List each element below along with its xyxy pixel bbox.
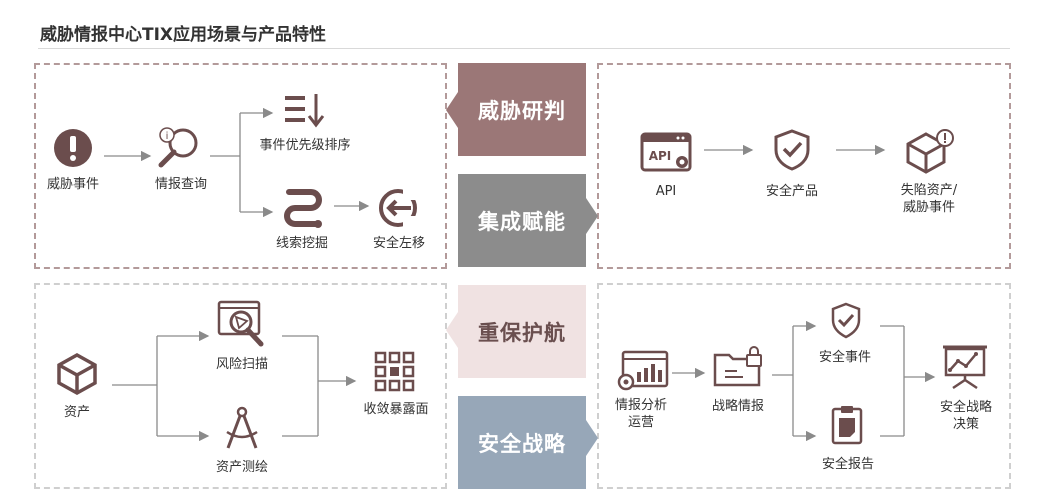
shield-check-small-icon <box>831 302 861 339</box>
arrow-right-strategy <box>586 420 598 456</box>
block-strategy: 安全战略 <box>458 396 586 489</box>
label-sec-report: 安全报告 <box>821 457 874 472</box>
label-decision-line1: 安全战略 <box>939 400 992 415</box>
arrow-left-protect <box>446 312 458 348</box>
label-risk-scan: 风险扫描 <box>215 357 268 372</box>
cube-icon <box>57 352 97 396</box>
page-title: 威胁情报中心TIX应用场景与产品特性 <box>40 25 327 45</box>
svg-text:API: API <box>649 149 672 163</box>
block-integration: 集成赋能 <box>458 174 586 267</box>
compass-icon <box>226 406 258 449</box>
label-api: API <box>655 184 677 199</box>
report-chart-icon <box>617 350 669 391</box>
block-threat-judge: 威胁研判 <box>458 63 586 156</box>
title-divider <box>38 48 1010 49</box>
label-priority-sort: 事件优先级排序 <box>259 138 351 153</box>
panel-strategy <box>597 283 1011 489</box>
shield-check-icon <box>774 129 810 171</box>
cube-alert-icon <box>906 129 954 174</box>
api-window-icon: API <box>640 132 692 172</box>
presentation-chart-icon <box>943 345 987 390</box>
exclamation-icon <box>54 129 92 167</box>
panel-protect <box>34 283 447 489</box>
label-intel-ops-line1: 情报分析 <box>614 398 667 413</box>
label-asset: 资产 <box>63 405 90 420</box>
label-strategic-intel: 战略情报 <box>711 399 764 414</box>
label-sec-event: 安全事件 <box>818 350 871 365</box>
sort-list-icon <box>285 94 325 128</box>
svg-text:i: i <box>166 131 169 142</box>
label-converge: 收敛暴露面 <box>363 402 429 417</box>
label-decision-line2: 决策 <box>952 417 979 432</box>
panel-integration <box>597 63 1011 269</box>
arrow-right-integration <box>586 198 598 234</box>
shift-left-icon <box>379 187 419 229</box>
panel-threat-judge <box>34 63 447 269</box>
label-threat-event: 威胁事件 <box>46 177 99 192</box>
label-lost-asset-line1: 失陷资产/ <box>900 183 958 198</box>
scan-icon <box>217 300 264 347</box>
block-protect: 重保护航 <box>458 285 586 378</box>
label-asset-map: 资产测绘 <box>215 460 268 475</box>
label-intel-query: 情报查询 <box>154 177 207 192</box>
label-security-product: 安全产品 <box>765 184 818 199</box>
path-icon <box>284 189 322 228</box>
label-intel-ops-line2: 运营 <box>627 415 654 430</box>
label-shift-left: 安全左移 <box>372 236 425 251</box>
arrow-left-threat <box>446 92 458 128</box>
magnifier-icon: i <box>158 127 198 168</box>
folder-lock-icon <box>713 346 762 387</box>
label-lost-asset-line2: 威胁事件 <box>902 200 955 215</box>
grid-icon <box>374 351 415 392</box>
label-clue-mining: 线索挖掘 <box>275 236 328 251</box>
clipboard-icon <box>831 406 863 445</box>
